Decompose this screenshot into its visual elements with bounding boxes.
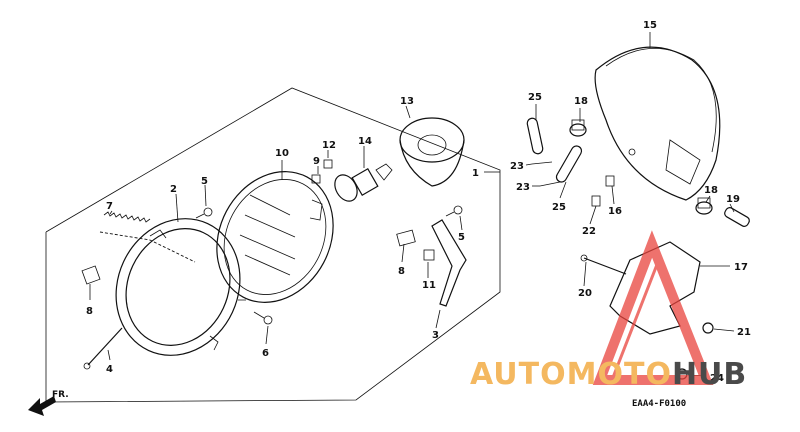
watermark-logo: [592, 230, 714, 385]
callout-20: 20: [578, 288, 592, 299]
front-label: FR.: [52, 390, 69, 400]
headlight-unit: [216, 171, 334, 303]
callout-16: 16: [608, 206, 622, 217]
watermark-text-b: HUB: [672, 357, 747, 392]
collar-upper: [569, 119, 587, 137]
callout-12: 12: [322, 140, 336, 151]
bolt-upper: [531, 161, 553, 165]
callout-25-lower: 25: [552, 202, 566, 213]
callout-18-upper: 18: [574, 96, 588, 107]
callout-4: 4: [106, 364, 113, 375]
adjusting-screw: [83, 327, 123, 370]
callout-3: 3: [432, 330, 439, 341]
callout-17: 17: [734, 262, 748, 273]
callout-23-lower: 23: [516, 182, 530, 193]
headlight-bulb: [334, 163, 393, 202]
callout-18-lower: 18: [704, 185, 718, 196]
callout-21: 21: [737, 327, 751, 338]
rubber-mount-lower: [555, 145, 583, 183]
bulb-cover: [399, 117, 465, 187]
spring: [103, 211, 151, 223]
watermark-text: AUTOMOTOHUB: [470, 357, 747, 392]
headlight-case: [594, 46, 721, 201]
part-code: EAA4-F0100: [632, 399, 686, 409]
front-direction-indicator: FR.: [28, 390, 69, 416]
callout-11: 11: [422, 280, 436, 291]
case-bolt-16: [605, 175, 615, 187]
callout-15: 15: [643, 20, 657, 31]
callout-5-right: 5: [458, 232, 465, 243]
spacer: [724, 207, 750, 227]
callout-22: 22: [582, 226, 596, 237]
screw-bottom: [253, 311, 273, 325]
case-bolt-22: [591, 195, 601, 207]
callout-19: 19: [726, 194, 740, 205]
bulb-cap: [323, 159, 333, 169]
screw-right: [445, 205, 463, 217]
callout-9: 9: [313, 156, 320, 167]
callout-5-left: 5: [201, 176, 208, 187]
nut-21: [702, 322, 714, 334]
callout-1: 1: [472, 168, 479, 179]
socket-clip: [311, 174, 321, 184]
long-bolt: [583, 257, 627, 275]
callout-labels: 2 5 7 8 4 6 10 9 12 14 13 8 11 3 5 1 15 …: [86, 20, 751, 384]
mounting-bracket: [423, 219, 467, 307]
callout-10: 10: [275, 148, 289, 159]
callout-13: 13: [400, 96, 414, 107]
leader-lines: [89, 32, 735, 377]
spring-small-right: [396, 229, 416, 247]
callout-23-upper: 23: [510, 161, 524, 172]
callout-8-right: 8: [398, 266, 405, 277]
headlight-stay: [609, 241, 701, 335]
front-arrow-icon: [28, 396, 56, 416]
headlight-rim: [115, 218, 246, 356]
callout-7: 7: [106, 201, 113, 212]
callout-8-left: 8: [86, 306, 93, 317]
callout-24: 24: [710, 373, 724, 384]
spring-small-left: [81, 265, 101, 285]
collar-lower: [695, 197, 713, 215]
callout-25-upper: 25: [528, 92, 542, 103]
rubber-mount-upper: [526, 117, 544, 155]
callout-6: 6: [262, 348, 269, 359]
bolt-lower: [539, 181, 561, 187]
callout-14: 14: [358, 136, 372, 147]
watermark-text-a: AUTOMOTO: [470, 357, 672, 392]
screw-left: [195, 207, 213, 219]
callout-2: 2: [170, 184, 177, 195]
